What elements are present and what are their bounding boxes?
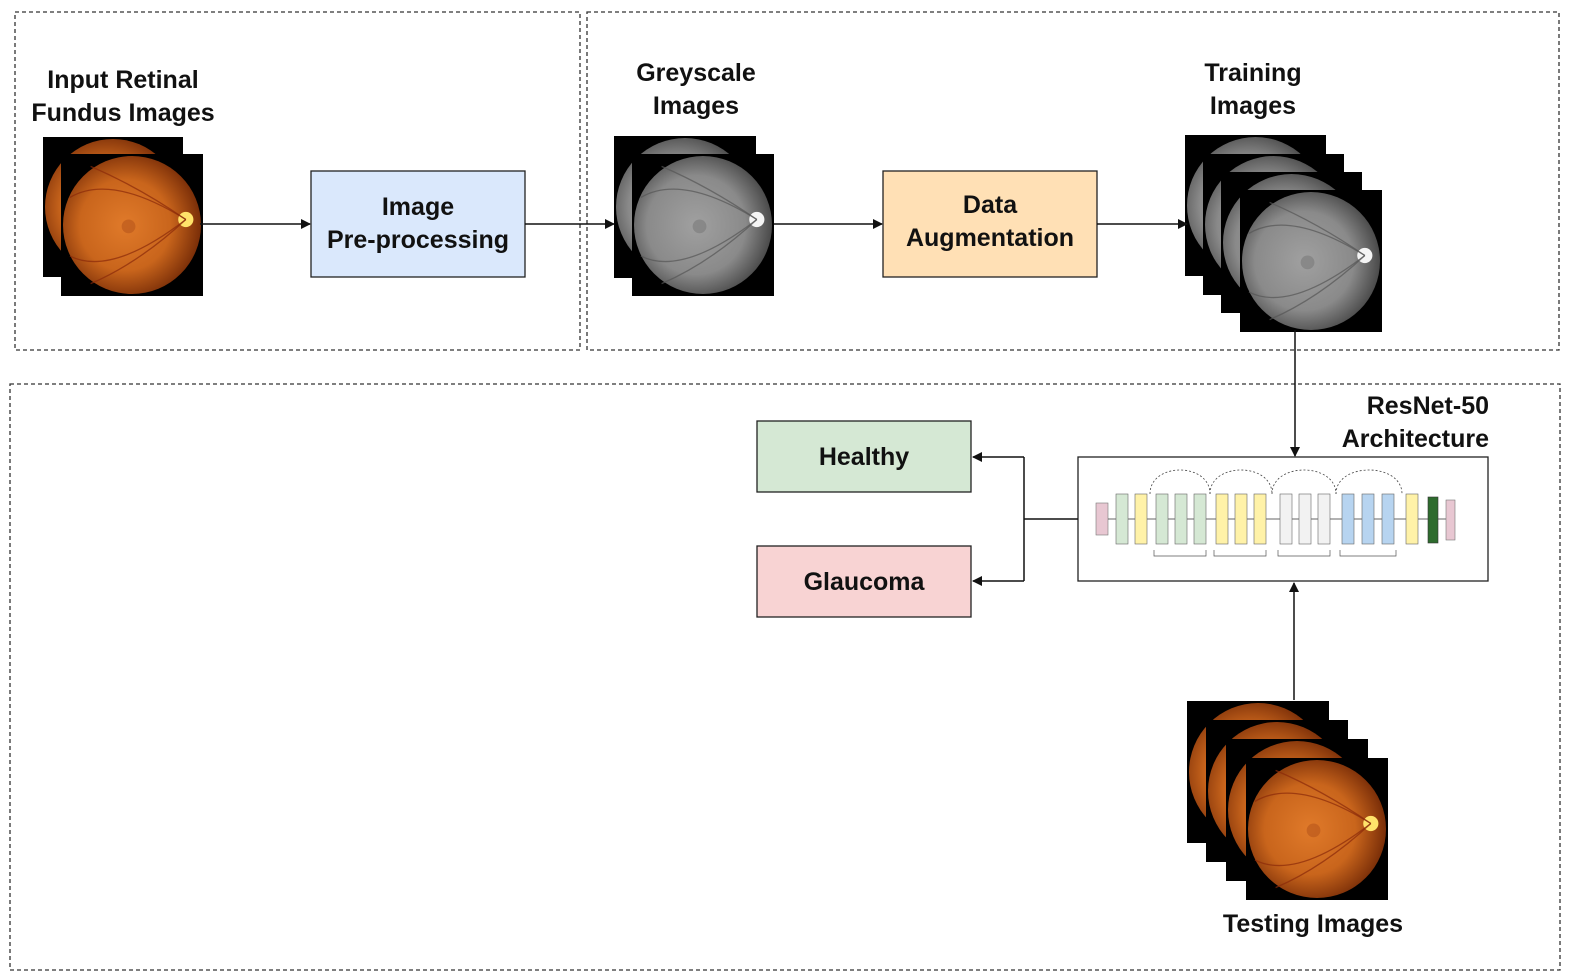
blood-vessel	[1254, 822, 1372, 867]
resnet-layer-15	[1405, 493, 1419, 545]
region-augmentation	[586, 11, 1560, 351]
resnet-layer-1	[1115, 493, 1129, 545]
stage-bracket-4	[1339, 550, 1397, 557]
skip-connection-1	[1149, 469, 1211, 495]
healthy-box-shape	[756, 420, 972, 493]
retina-image-2	[61, 154, 203, 296]
macula	[121, 219, 136, 234]
stage-bracket-2	[1213, 550, 1267, 557]
resnet-layer-4	[1174, 493, 1188, 545]
greyscale-label-line1: Greyscale	[636, 59, 756, 87]
greyscale-image-stack	[614, 136, 774, 296]
resnet-architecture-box	[1077, 456, 1489, 582]
healthy-label: Healthy	[819, 443, 909, 471]
retina-image-4	[1246, 758, 1388, 900]
augmentation-box-shape	[882, 170, 1098, 278]
blood-vessel	[1269, 255, 1366, 321]
blood-vessel	[1275, 823, 1372, 889]
blood-vessel	[1248, 254, 1366, 299]
resnet-layer-11	[1317, 493, 1331, 545]
skip-connection-4	[1335, 469, 1403, 495]
healthy-box: Healthy	[756, 420, 972, 493]
resnet-layer-14	[1381, 493, 1395, 545]
retina-image-2	[632, 154, 774, 296]
glaucoma-label: Glaucoma	[804, 568, 926, 596]
blood-vessel	[69, 188, 187, 221]
resnet-layer-6	[1215, 493, 1229, 545]
blood-vessel	[1254, 792, 1372, 825]
macula	[1306, 823, 1321, 838]
connectors	[200, 219, 1300, 700]
greyscale-label-line2: Images	[653, 92, 739, 120]
preprocessing-label-line1: Image	[382, 193, 454, 221]
training-image-stack	[1185, 135, 1382, 332]
resnet-layer-8	[1253, 493, 1267, 545]
stage-bracket-3	[1277, 550, 1331, 557]
region-input-preprocessing	[14, 11, 581, 351]
output-layer	[1445, 499, 1456, 541]
resnet-layer-3	[1155, 493, 1169, 545]
glaucoma-box-shape	[756, 545, 972, 618]
blood-vessel	[1269, 201, 1366, 257]
blood-vessel	[1248, 224, 1366, 257]
retina-image-4	[1240, 190, 1382, 332]
resnet-layer-7	[1234, 493, 1248, 545]
blood-vessel	[640, 218, 758, 263]
testing-image-stack	[1187, 701, 1388, 900]
blood-vessel	[1275, 769, 1372, 825]
resnet-layer-diagram	[1095, 469, 1456, 557]
input-label-line2: Fundus Images	[31, 99, 214, 127]
resnet-layer-13	[1361, 493, 1375, 545]
augmentation-label-line1: Data	[963, 191, 1018, 219]
blood-vessel	[661, 219, 758, 285]
preprocessing-box-shape	[310, 170, 526, 278]
blood-vessel	[640, 188, 758, 221]
resnet-layer-5	[1193, 493, 1207, 545]
skip-connection-2	[1209, 469, 1273, 495]
testing-label: Testing Images	[1223, 910, 1403, 938]
input-fundus-image-stack	[43, 137, 203, 296]
input-label-line1: Input Retinal	[47, 66, 198, 94]
blood-vessel	[661, 165, 758, 221]
resnet-layer-12	[1341, 493, 1355, 545]
input-layer	[1095, 502, 1109, 536]
resnet-layer-10	[1298, 493, 1312, 545]
training-label-line2: Images	[1210, 92, 1296, 120]
training-label-line1: Training	[1204, 59, 1301, 87]
augmentation-label-line2: Augmentation	[906, 224, 1074, 252]
resnet-label-line2: Architecture	[1342, 425, 1489, 453]
skip-connection-3	[1271, 469, 1337, 495]
macula	[1300, 255, 1315, 270]
blood-vessel	[90, 219, 187, 285]
stage-bracket-1	[1153, 550, 1207, 557]
dense-layer	[1427, 496, 1439, 544]
glaucoma-box: Glaucoma	[756, 545, 972, 618]
resnet-label-line1: ResNet-50	[1367, 392, 1489, 420]
region-classification	[9, 383, 1561, 971]
resnet-layer-2	[1134, 493, 1148, 545]
macula	[692, 219, 707, 234]
augmentation-box: Data Augmentation	[882, 170, 1098, 278]
preprocessing-label-line2: Pre-processing	[327, 226, 509, 254]
blood-vessel	[69, 218, 187, 263]
blood-vessel	[90, 165, 187, 221]
resnet-layer-9	[1279, 493, 1293, 545]
preprocessing-box: Image Pre-processing	[310, 170, 526, 278]
